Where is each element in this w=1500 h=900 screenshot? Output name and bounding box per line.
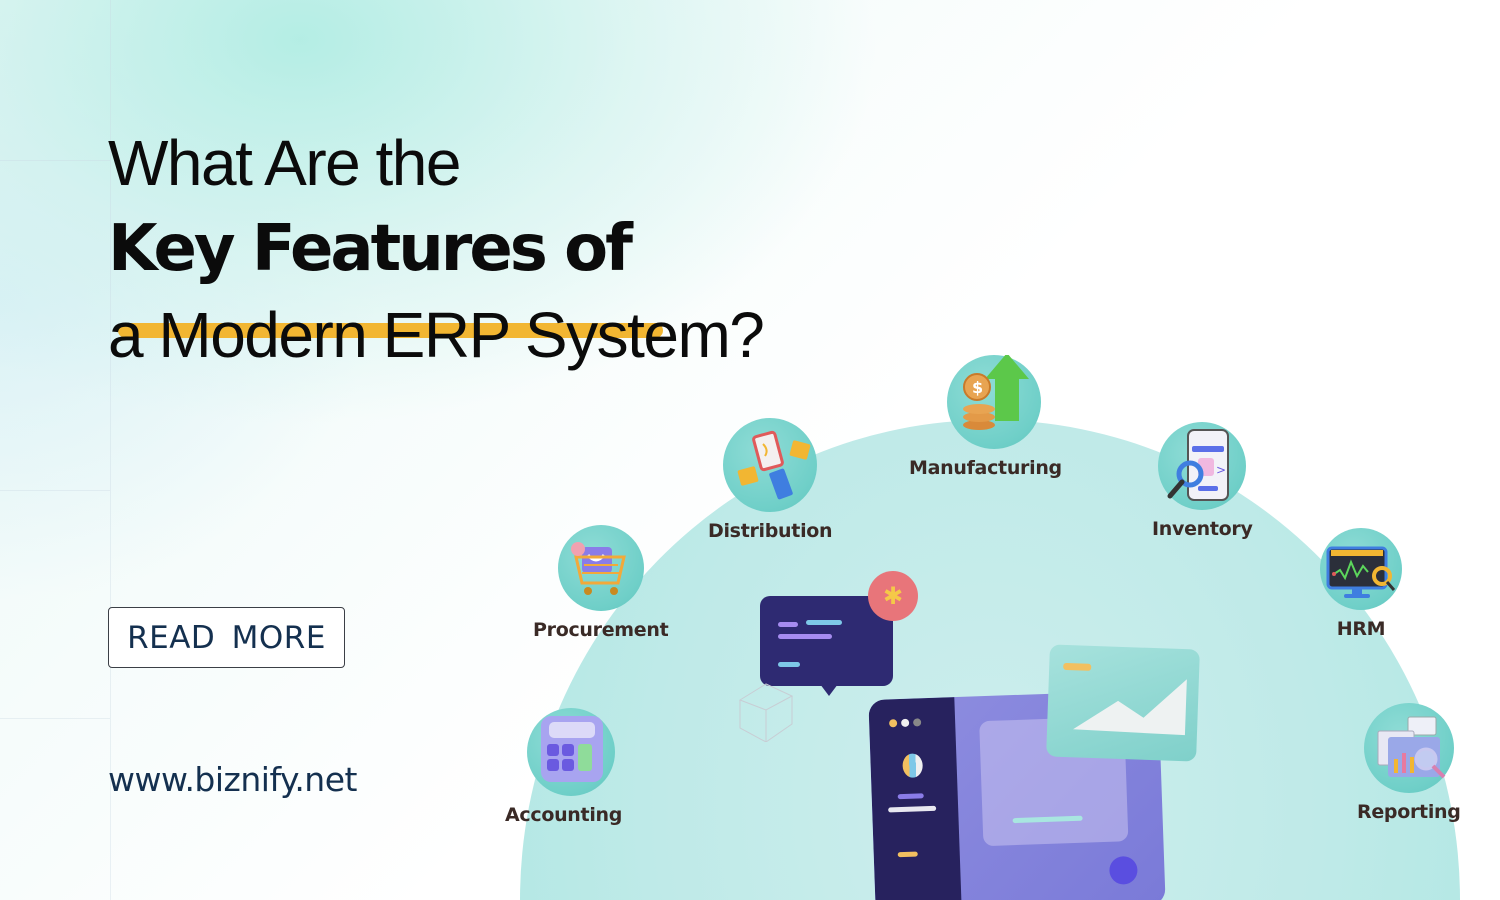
- grid-line: [0, 718, 110, 719]
- feature-reporting: Reporting: [1357, 703, 1461, 823]
- feature-label: HRM: [1336, 618, 1386, 640]
- phone-search-icon: >: [1158, 422, 1247, 510]
- chat-bubble-illustration: [760, 596, 893, 696]
- svg-text:>: >: [1216, 463, 1226, 477]
- monitor-analytics-icon: [1320, 528, 1402, 610]
- highlight-underline: [118, 323, 663, 338]
- feature-manufacturing: $ Manufacturing: [909, 353, 1062, 479]
- page-title: What Are the Key Features of a Modern ER…: [108, 120, 765, 378]
- shopping-cart-icon: [557, 525, 644, 611]
- title-line-2: Key Features of: [108, 212, 633, 286]
- feature-label: Reporting: [1357, 801, 1461, 823]
- feature-label: Inventory: [1152, 518, 1253, 540]
- title-line-3: a Modern ERP System?: [108, 299, 765, 371]
- feature-inventory: > Inventory: [1152, 422, 1253, 540]
- feature-label: Distribution: [708, 520, 833, 542]
- feature-distribution: Distribution: [708, 418, 833, 542]
- grid-line: [0, 160, 110, 161]
- website-link[interactable]: www.biznify.net: [108, 760, 357, 799]
- feature-label: Accounting: [505, 804, 623, 826]
- title-line-1: What Are the: [108, 127, 461, 199]
- feature-hrm: HRM: [1320, 528, 1402, 640]
- feature-procurement: Procurement: [533, 525, 669, 641]
- image-card-illustration: [1046, 644, 1200, 762]
- window-sidebar: [868, 697, 962, 900]
- delivery-boxes-icon: [723, 418, 818, 512]
- read-more-button[interactable]: READ MORE: [108, 607, 345, 668]
- grid-line: [0, 490, 110, 491]
- calculator-icon: [526, 708, 615, 796]
- feature-accounting: Accounting: [505, 708, 622, 826]
- feature-label: Procurement: [533, 619, 669, 641]
- grid-line: [110, 0, 111, 900]
- notification-badge-icon: ✱: [868, 571, 918, 621]
- coins-growth-arrow-icon: $: [947, 353, 1042, 449]
- svg-text:$: $: [972, 378, 983, 397]
- report-chart-search-icon: [1363, 703, 1454, 793]
- feature-label: Manufacturing: [909, 457, 1062, 479]
- wireframe-cube-icon: [738, 683, 794, 742]
